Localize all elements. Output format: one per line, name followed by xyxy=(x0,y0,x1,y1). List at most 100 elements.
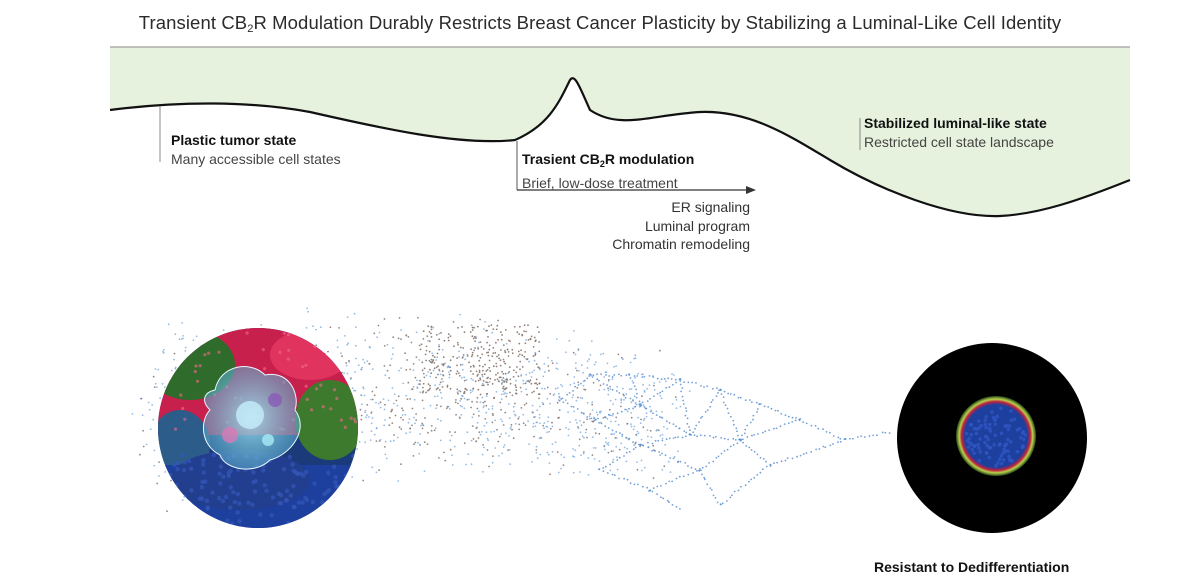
nucleus-dot xyxy=(310,499,315,505)
cell-dot xyxy=(655,410,658,413)
network-dot xyxy=(686,417,689,420)
cell-dot xyxy=(510,423,513,426)
network-dot xyxy=(756,408,759,410)
mechanism-item: ER signaling xyxy=(671,199,750,215)
cell-dot xyxy=(479,393,482,396)
cell-dot xyxy=(549,392,552,395)
cell-dot xyxy=(575,362,577,364)
cell-dot xyxy=(521,354,524,357)
network-dot xyxy=(759,471,762,474)
cell-dot xyxy=(656,428,658,431)
cell-dot xyxy=(435,388,438,391)
network-dot xyxy=(818,448,821,450)
network-dot xyxy=(765,465,768,468)
network-dot xyxy=(664,454,667,457)
cell-dot xyxy=(364,441,366,444)
nucleus-dot xyxy=(165,530,169,534)
nucleus-dot xyxy=(348,499,354,505)
network-dot xyxy=(566,402,569,405)
network-dot xyxy=(759,457,762,459)
nucleus-dot xyxy=(1022,437,1026,442)
cell-dot xyxy=(383,318,386,320)
cell-dot xyxy=(482,401,485,404)
nucleus-dot xyxy=(288,493,294,498)
network-dot xyxy=(876,434,878,437)
nucleus-dot xyxy=(250,502,255,507)
network-dot xyxy=(817,427,820,430)
cell-dot xyxy=(404,413,407,416)
cell-dot xyxy=(461,356,464,359)
network-dot xyxy=(669,457,672,459)
cell-dot xyxy=(652,444,655,447)
network-dot xyxy=(723,450,726,452)
cell-dot xyxy=(315,328,317,331)
cell-dot xyxy=(620,442,623,445)
cell-dot xyxy=(616,385,618,388)
cell-dot xyxy=(580,454,582,457)
cell-dot xyxy=(442,374,445,377)
cell-dot xyxy=(546,431,549,434)
cell-dot xyxy=(404,352,406,355)
network-dot xyxy=(675,425,677,428)
network-dot xyxy=(616,390,618,392)
cell-dot xyxy=(605,437,607,440)
cell-dot xyxy=(556,451,559,453)
cell-dot xyxy=(455,399,457,401)
cell-dot xyxy=(422,407,425,410)
cell-dot xyxy=(430,328,433,331)
network-dot xyxy=(652,487,655,489)
nucleus-dot xyxy=(237,501,242,506)
cell-dot xyxy=(471,329,474,331)
cell-dot xyxy=(442,364,445,367)
nucleus-dot xyxy=(983,440,987,445)
network-dot xyxy=(712,460,715,463)
cell-dot xyxy=(447,336,450,339)
cell-dot xyxy=(393,434,395,436)
cell-dot xyxy=(364,409,367,412)
network-dot xyxy=(678,378,681,381)
cell-dot xyxy=(438,457,440,459)
cell-dot xyxy=(391,409,393,412)
network-dot xyxy=(632,407,634,410)
nucleus-dot xyxy=(165,525,170,528)
cell-dot xyxy=(525,380,528,383)
network-dot xyxy=(654,439,657,442)
network-dot xyxy=(799,454,802,457)
cell-dot xyxy=(508,417,511,419)
network-dot xyxy=(663,378,666,380)
cell-dot xyxy=(505,432,507,435)
cell-dot xyxy=(411,424,413,427)
cell-dot xyxy=(444,362,447,365)
cell-dot xyxy=(551,443,554,445)
cell-dot xyxy=(481,373,484,376)
cell-dot xyxy=(457,326,459,329)
nucleus-dot xyxy=(349,416,353,420)
cell-dot xyxy=(650,436,653,438)
cell-dot xyxy=(392,439,395,442)
cell-dot xyxy=(488,344,491,347)
nucleus-dot xyxy=(999,431,1004,436)
cell-dot xyxy=(153,386,156,388)
network-dot xyxy=(681,436,684,439)
cell-dot xyxy=(591,409,594,411)
nucleus-dot xyxy=(301,365,305,369)
network-dot xyxy=(734,439,737,441)
cell-dot xyxy=(581,435,584,438)
cell-dot xyxy=(449,369,452,372)
cell-dot xyxy=(371,398,374,401)
nucleus-dot xyxy=(984,451,989,455)
nucleus-dot xyxy=(198,519,204,524)
cell-dot xyxy=(600,353,602,356)
cell-dot xyxy=(481,375,484,378)
network-dot xyxy=(606,384,608,386)
cell-dot xyxy=(482,384,485,387)
cell-dot xyxy=(474,340,476,343)
cell-dot xyxy=(497,455,500,457)
cell-dot xyxy=(414,376,417,379)
nucleus-dot xyxy=(976,442,980,447)
cell-dot xyxy=(384,374,387,377)
network-dot xyxy=(602,417,605,419)
nucleus-dot xyxy=(999,461,1004,466)
cell-dot xyxy=(577,396,579,399)
cell-dot xyxy=(588,417,591,420)
